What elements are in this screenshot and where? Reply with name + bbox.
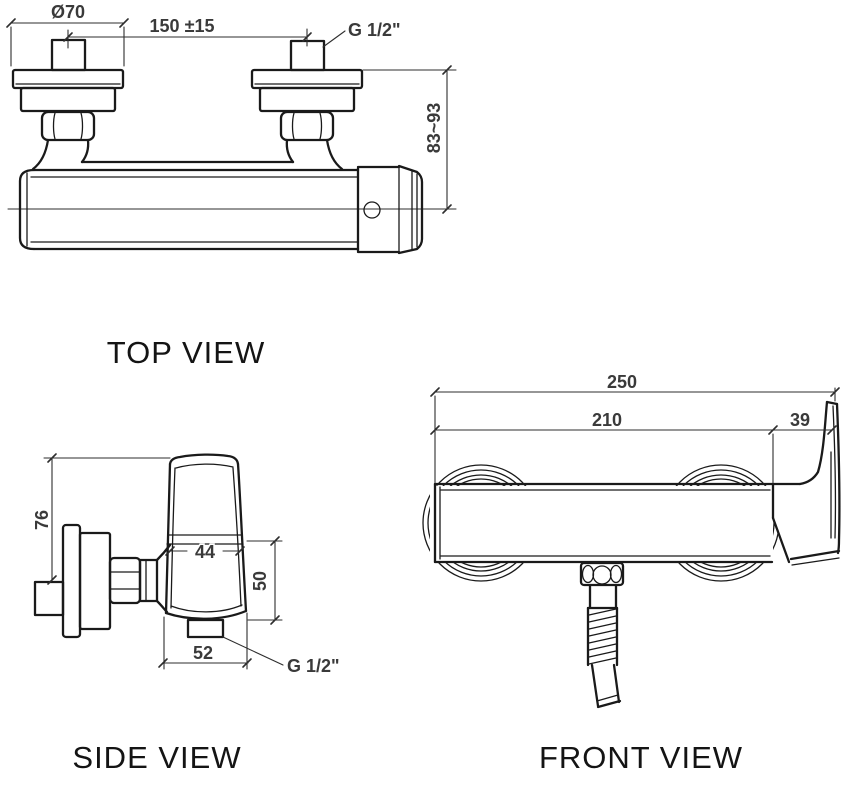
dim-overall-height-text: 76 [32, 510, 52, 530]
dim-handle-height: 50 [246, 536, 283, 625]
side-view: 76 44 50 52 G 1/2" SIDE VIEW [31, 453, 341, 775]
side-view-handle [164, 453, 248, 639]
dim-body-width-text: 210 [592, 410, 622, 430]
dim-thread-top-text: G 1/2" [348, 20, 401, 40]
top-view: Ø70 150 ±15 G 1/2" 83~93 TOP VIEW [6, 1, 457, 370]
dim-handle-depth-text: 39 [790, 410, 810, 430]
side-view-wall-mount [33, 523, 172, 639]
dim-body-width: 210 [430, 409, 778, 484]
dim-base-width-text: 52 [193, 643, 213, 663]
dim-overall-width: 250 [430, 371, 840, 484]
dim-wall-distance: 83~93 [362, 65, 457, 214]
top-view-right-inlet [250, 39, 364, 171]
top-view-label: TOP VIEW [107, 335, 265, 370]
dim-flange-diameter: Ø70 [6, 1, 129, 67]
front-body-fill [431, 486, 772, 561]
handle-screw-hole [363, 201, 381, 219]
dim-thread-top: G 1/2" [322, 19, 402, 48]
dim-base-width: 52 [158, 612, 252, 670]
dim-handle-depth: 39 [772, 409, 837, 435]
front-view-handle [789, 400, 841, 566]
front-view-label: FRONT VIEW [539, 740, 743, 775]
dim-thread-side-text: G 1/2" [287, 656, 340, 676]
dim-inlet-spacing: 150 ±15 [63, 15, 312, 49]
front-view: 250 210 39 FRONT VIEW [422, 371, 841, 775]
side-view-label: SIDE VIEW [72, 740, 241, 775]
dim-flange-diameter-text: Ø70 [51, 2, 85, 22]
dim-thread-side: G 1/2" [222, 636, 341, 678]
dim-overall-height: 76 [31, 453, 171, 585]
dim-wall-distance-text: 83~93 [424, 103, 444, 154]
top-view-body [18, 160, 424, 255]
dim-handle-width: 44 [165, 541, 245, 564]
dim-handle-height-text: 50 [250, 571, 270, 591]
top-view-left-inlet [11, 38, 125, 171]
dim-handle-width-text: 44 [195, 542, 215, 562]
dim-inlet-spacing-text: 150 ±15 [150, 16, 215, 36]
dim-overall-width-text: 250 [607, 372, 637, 392]
front-view-hose [579, 561, 625, 709]
side-outlet-nipple [186, 618, 225, 639]
